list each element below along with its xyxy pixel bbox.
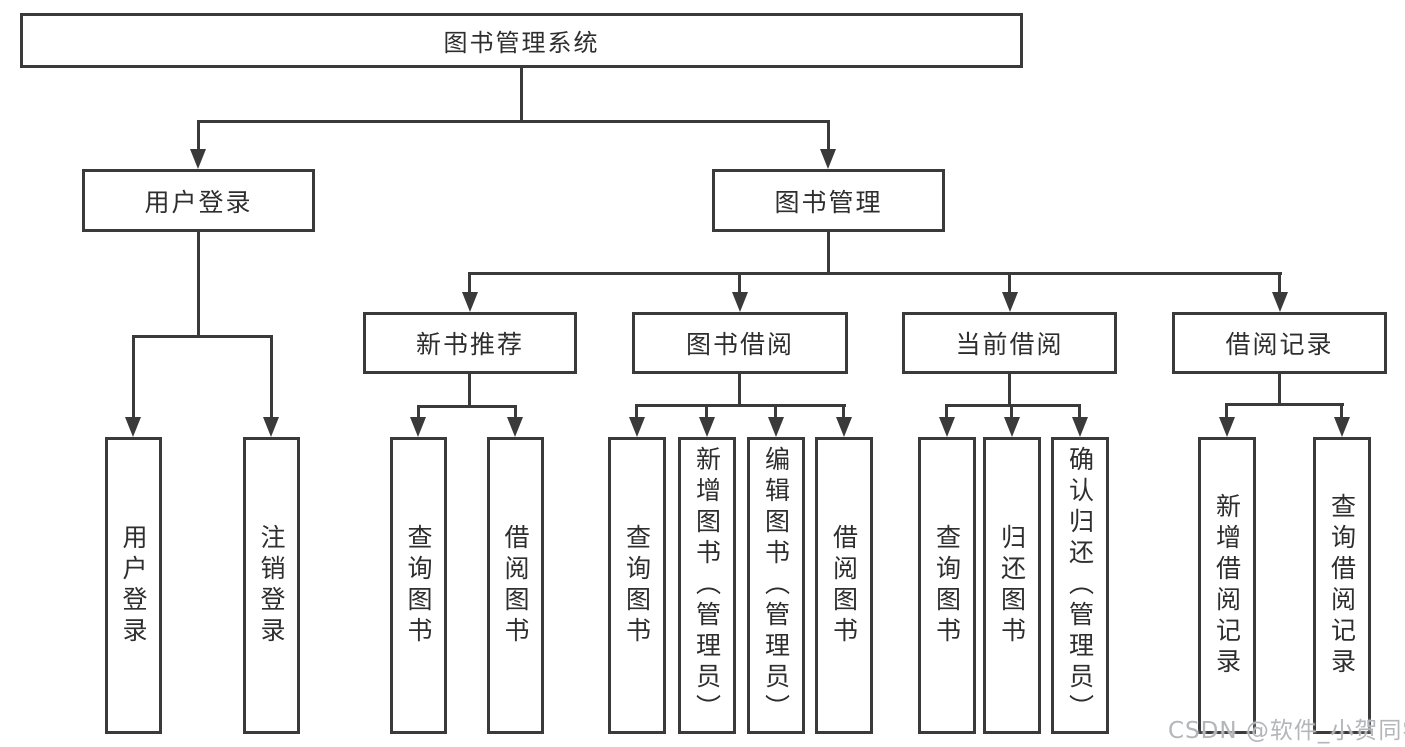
- arrowhead-icon: [263, 417, 279, 437]
- connector-line: [417, 405, 517, 408]
- leaf-query-books-label: 查询图书: [932, 523, 962, 648]
- leaf-query-borrow-record-label: 查询借阅记录: [1327, 492, 1357, 679]
- connector-line: [1010, 404, 1013, 421]
- arrowhead-icon: [939, 417, 955, 437]
- arrowhead-icon: [1272, 292, 1288, 312]
- connector-line: [1278, 272, 1281, 294]
- node-book-borrowing: 图书借阅: [632, 312, 848, 374]
- leaf-query-books: 查询图书: [390, 437, 447, 734]
- arrowhead-icon: [1219, 417, 1235, 437]
- connector-line: [132, 335, 273, 338]
- leaf-borrow-books-label: 借阅图书: [829, 523, 859, 648]
- node-user-login: 用户登录: [82, 169, 315, 232]
- leaf-query-books: 查询图书: [918, 437, 976, 734]
- arrowhead-icon: [732, 292, 748, 312]
- connector-line: [198, 120, 830, 123]
- leaf-query-books-label: 查询图书: [622, 523, 652, 648]
- leaf-add-book-admin-label: 新增图书（管理员）: [692, 446, 722, 725]
- node-current-borrowing: 当前借阅: [902, 312, 1117, 374]
- node-book-management: 图书管理: [712, 169, 945, 232]
- arrowhead-icon: [1002, 292, 1018, 312]
- leaf-query-books-label: 查询图书: [404, 523, 433, 648]
- connector-line: [1340, 403, 1343, 421]
- arrowhead-icon: [462, 292, 478, 312]
- connector-line: [1008, 272, 1011, 294]
- connector-line: [827, 120, 830, 152]
- leaf-return-books: 归还图书: [983, 437, 1041, 734]
- connector-line: [1225, 403, 1344, 406]
- arrowhead-icon: [820, 149, 836, 169]
- arrowhead-icon: [1334, 417, 1350, 437]
- node-current-borrowing-label: 当前借阅: [955, 330, 1064, 359]
- node-root-label: 图书管理系统: [443, 29, 600, 57]
- node-borrowing-records: 借阅记录: [1172, 312, 1387, 374]
- leaf-add-book-admin: 新增图书（管理员）: [678, 437, 736, 734]
- node-user-login-label: 用户登录: [144, 187, 253, 217]
- connector-line: [520, 67, 523, 123]
- arrowhead-icon: [125, 417, 141, 437]
- leaf-edit-book-admin-label: 编辑图书（管理员）: [761, 446, 791, 725]
- leaf-add-borrow-record: 新增借阅记录: [1198, 437, 1256, 734]
- arrowhead-icon: [410, 417, 426, 437]
- arrowhead-icon: [1004, 417, 1020, 437]
- connector-line: [635, 404, 846, 407]
- connector-line: [1078, 404, 1081, 421]
- connector-line: [417, 405, 420, 421]
- leaf-edit-book-admin: 编辑图书（管理员）: [747, 437, 805, 734]
- leaf-logout-label: 注销登录: [257, 523, 286, 648]
- arrowhead-icon: [1072, 417, 1088, 437]
- leaf-borrow-books-label: 借阅图书: [501, 523, 530, 648]
- leaf-query-books: 查询图书: [608, 437, 666, 734]
- leaf-borrow-books: 借阅图书: [487, 437, 544, 734]
- leaf-return-books-label: 归还图书: [997, 523, 1027, 648]
- leaf-add-borrow-record-label: 新增借阅记录: [1212, 492, 1242, 679]
- connector-line: [945, 404, 1081, 407]
- connector-line: [1225, 403, 1228, 421]
- connector-line: [842, 404, 845, 421]
- leaf-confirm-return-admin: 确认归还（管理员）: [1051, 437, 1109, 734]
- connector-line: [1278, 374, 1281, 406]
- connector-line: [132, 335, 135, 421]
- node-book-management-label: 图书管理: [774, 187, 883, 217]
- arrowhead-icon: [836, 417, 852, 437]
- csdn-watermark: CSDN @软件_小贺同学: [1168, 718, 1405, 744]
- connector-line: [738, 374, 741, 407]
- leaf-user-login: 用户登录: [105, 437, 162, 734]
- connector-line: [774, 404, 777, 421]
- arrowhead-icon: [190, 149, 206, 169]
- node-new-book-recommend: 新书推荐: [363, 312, 577, 374]
- node-new-book-recommend-label: 新书推荐: [415, 330, 524, 359]
- connector-line: [827, 232, 830, 275]
- leaf-logout: 注销登录: [243, 437, 300, 734]
- arrowhead-icon: [629, 417, 645, 437]
- connector-line: [197, 232, 200, 338]
- node-root: 图书管理系统: [20, 13, 1023, 68]
- connector-line: [514, 405, 517, 421]
- connector-line: [1008, 374, 1011, 407]
- leaf-user-login-label: 用户登录: [119, 523, 148, 648]
- node-borrowing-records-label: 借阅记录: [1225, 330, 1334, 359]
- connector-line: [635, 404, 638, 421]
- arrowhead-icon: [507, 417, 523, 437]
- leaf-confirm-return-admin-label: 确认归还（管理员）: [1065, 446, 1095, 725]
- leaf-query-borrow-record: 查询借阅记录: [1313, 437, 1371, 734]
- arrowhead-icon: [699, 417, 715, 437]
- leaf-borrow-books: 借阅图书: [815, 437, 873, 734]
- connector-line: [468, 272, 471, 294]
- arrowhead-icon: [768, 417, 784, 437]
- connector-line: [738, 272, 741, 294]
- connector-line: [270, 335, 273, 421]
- connector-line: [705, 404, 708, 421]
- connector-line: [468, 374, 471, 408]
- connector-line: [197, 120, 200, 152]
- node-book-borrowing-label: 图书借阅: [685, 330, 794, 359]
- connector-line: [945, 404, 948, 421]
- connector-line: [468, 272, 1282, 275]
